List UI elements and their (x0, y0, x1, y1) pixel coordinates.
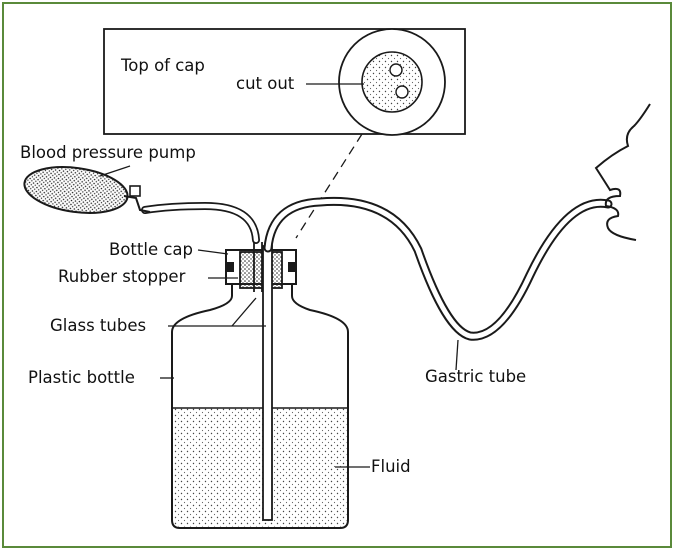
gastric-tube (265, 198, 611, 339)
cut-out-label: cut out (236, 74, 295, 93)
rubber-stopper-label: Rubber stopper (58, 267, 186, 286)
pump-tubing (142, 203, 259, 243)
gastric-tube-label: Gastric tube (425, 367, 527, 386)
projection-line (295, 133, 363, 239)
cap-top-view (338, 28, 446, 136)
plastic-bottle (171, 282, 349, 529)
fluid (173, 408, 347, 527)
rubber-stopper (239, 251, 283, 289)
top-of-cap-label: Top of cap (121, 56, 205, 75)
blood-pressure-pump (23, 166, 151, 214)
leader-lines (99, 165, 459, 468)
plastic-bottle-label: Plastic bottle (28, 368, 135, 387)
bottle-cap-label: Bottle cap (109, 240, 193, 259)
blood-pressure-pump-label: Blood pressure pump (20, 143, 196, 162)
face-profile (594, 103, 651, 241)
glass-tubes-label: Glass tubes (50, 316, 147, 335)
top-of-cap-inset (103, 28, 466, 136)
fluid-label: Fluid (371, 457, 411, 476)
